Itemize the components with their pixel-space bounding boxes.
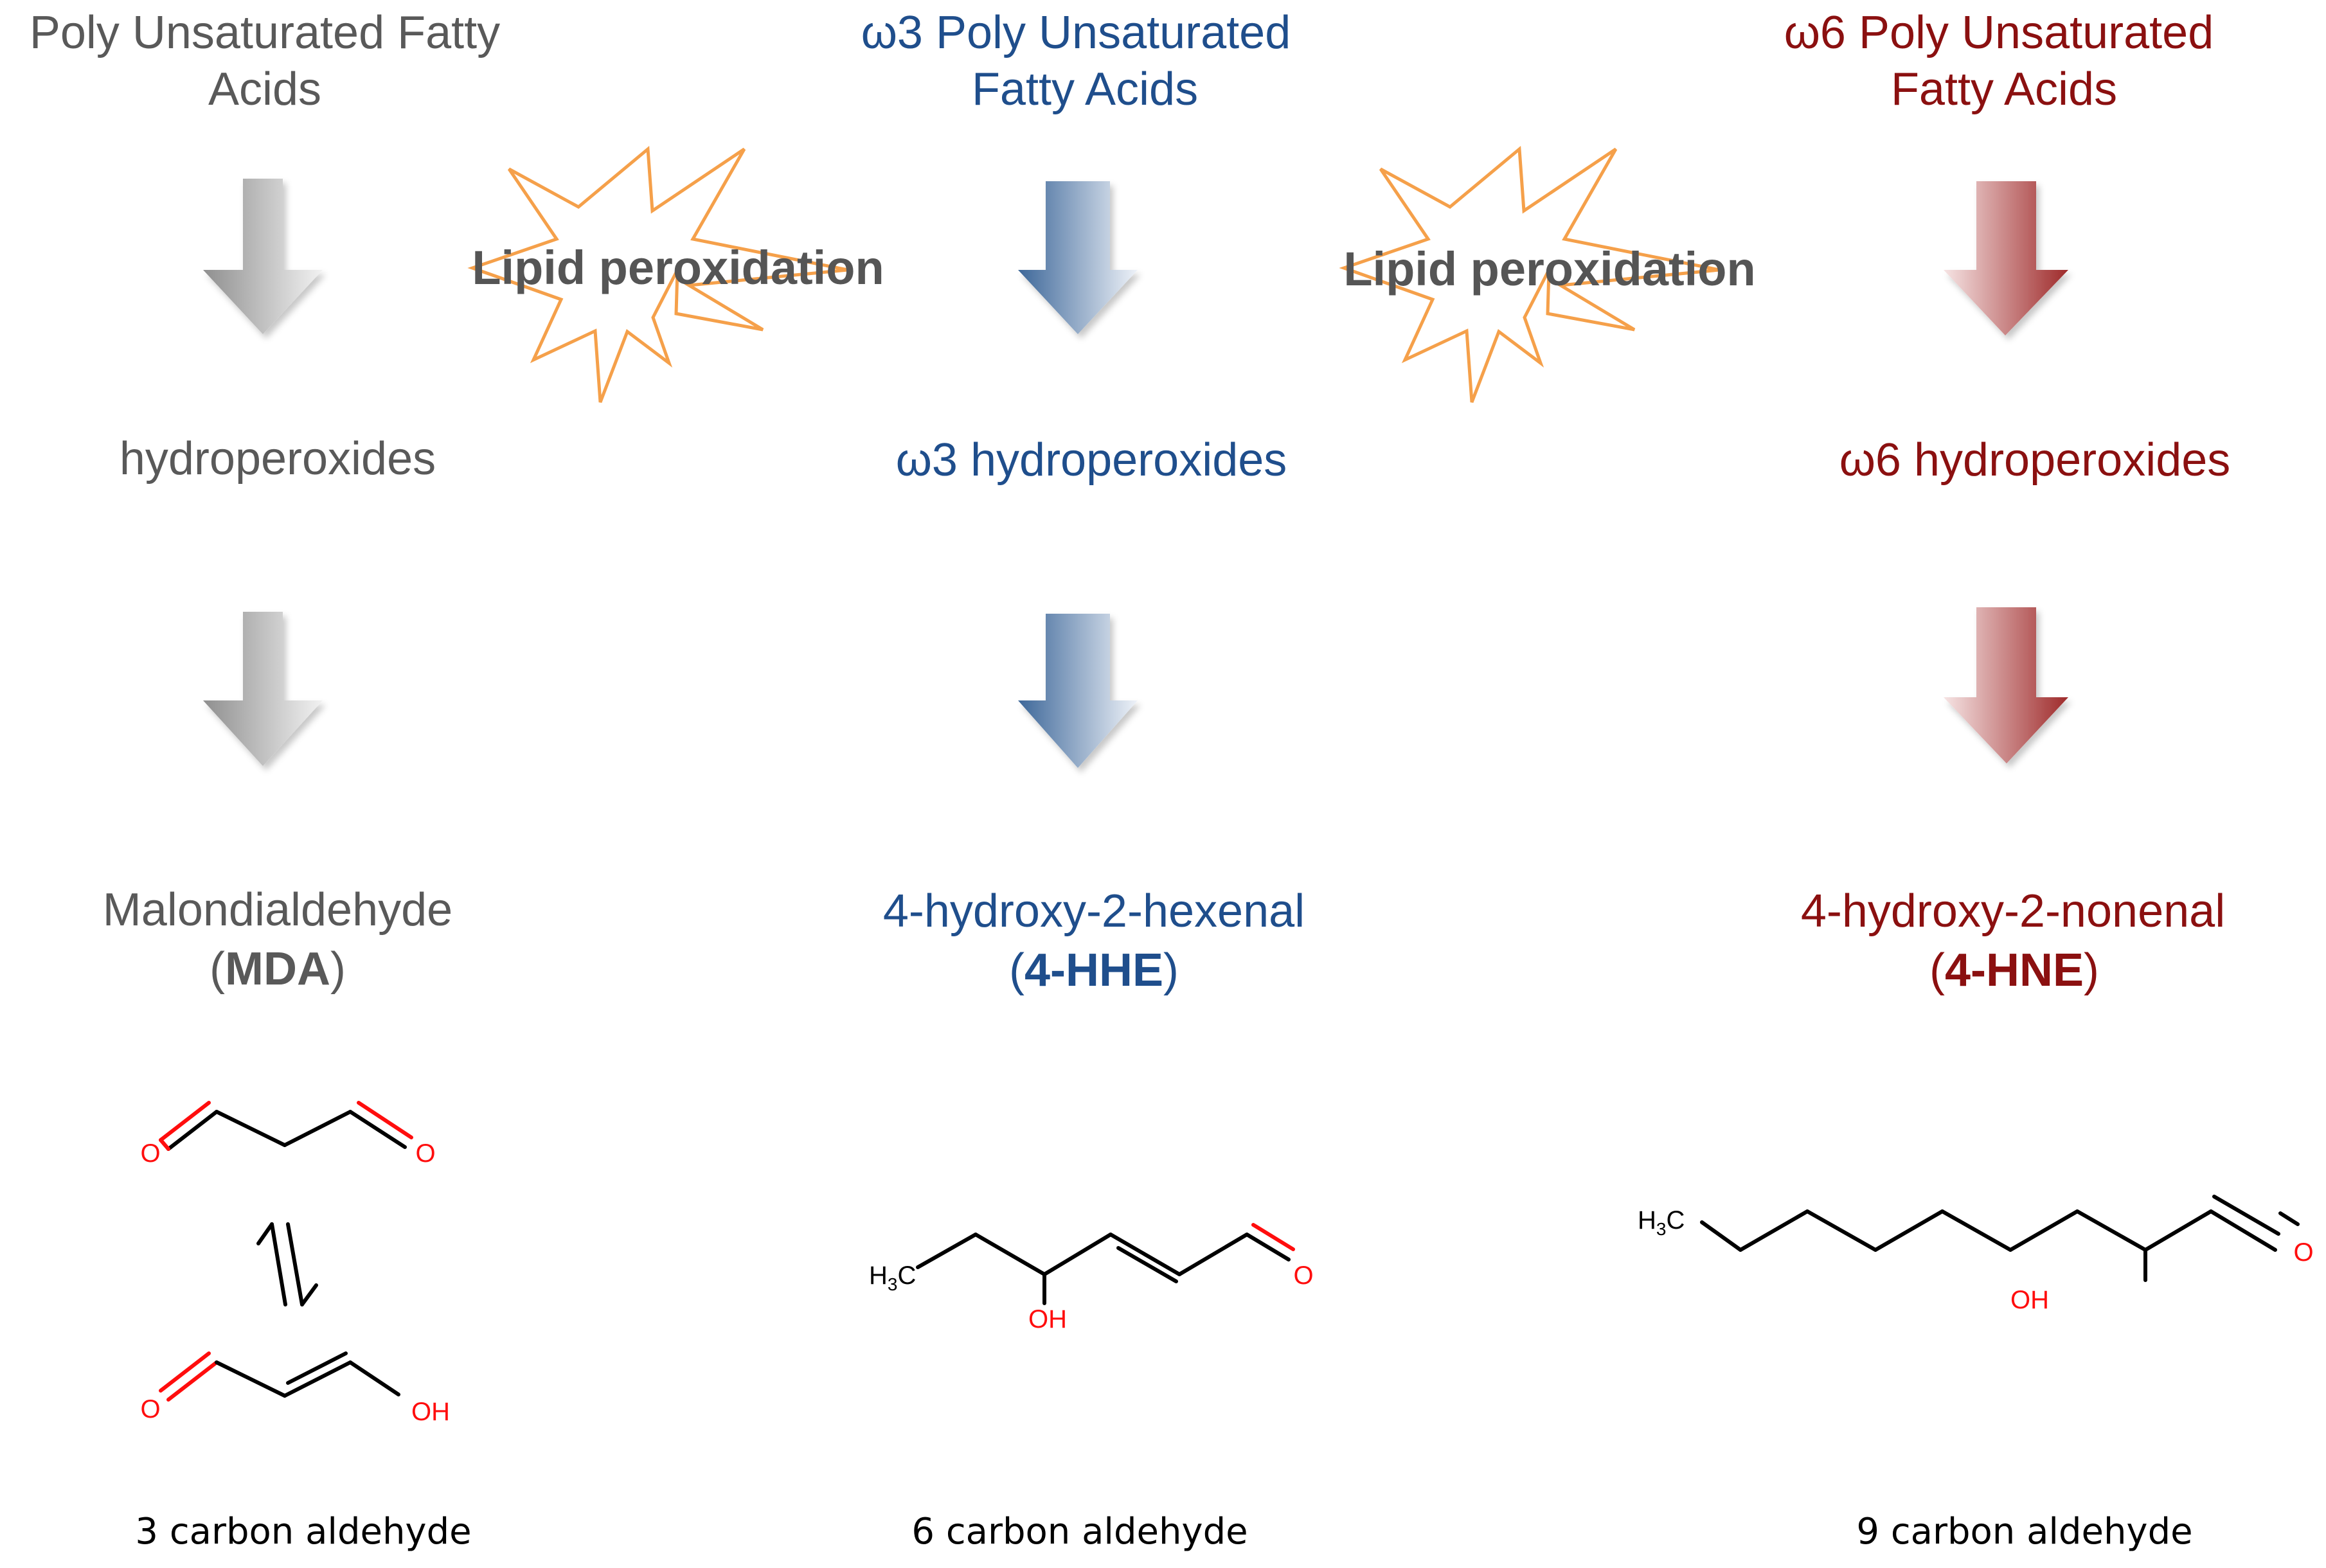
hhe-methyl: H3C xyxy=(869,1261,916,1294)
hhe-oxygen: O xyxy=(1293,1261,1313,1290)
equilibrium-arrows-icon xyxy=(256,1222,318,1306)
down-arrow-icon xyxy=(1944,181,2068,335)
down-arrow-icon xyxy=(203,612,323,766)
column-omega6: ω6 Poly Unsaturated Fatty Acids ω6 hydro… xyxy=(1784,7,2231,996)
pufa-intermediate: hydroperoxides xyxy=(120,433,436,485)
pufa-product-name: Malondialdehyde xyxy=(103,884,452,936)
hhe-structure xyxy=(916,1223,1295,1305)
omega6-heading-line1: ω6 Poly Unsaturated xyxy=(1784,7,2214,58)
omega3-intermediate: ω3 hydroperoxides xyxy=(896,434,1287,486)
down-arrow-icon xyxy=(203,179,323,334)
mda-enol-structure xyxy=(159,1351,400,1402)
lipid-peroxidation-burst-2: Lipid peroxidation xyxy=(1339,145,1756,403)
mda-keto-oxygen-right: O xyxy=(415,1139,435,1168)
hhe-hydroxyl: OH xyxy=(1028,1305,1067,1333)
column-omega3: ω3 Poly Unsaturated Fatty Acids ω3 hydro… xyxy=(861,7,1305,996)
pufa-product-abbr: (MDA) xyxy=(210,943,346,995)
down-arrow-icon xyxy=(1018,614,1138,768)
starburst-icon xyxy=(467,145,848,403)
omega6-heading-line2: Fatty Acids xyxy=(1891,64,2117,115)
hne-hydroxyl: OH xyxy=(2010,1286,2049,1314)
hne-oxygen: O xyxy=(2293,1238,2313,1267)
column-pufa: Poly Unsaturated Fatty Acids hydroperoxi… xyxy=(30,7,500,995)
pufa-heading-line1: Poly Unsaturated Fatty xyxy=(30,7,500,58)
omega6-intermediate: ω6 hydroperoxides xyxy=(1839,434,2231,486)
hne-structure xyxy=(1700,1195,2280,1282)
pufa-caption: 3 carbon aldehyde xyxy=(135,1511,471,1553)
down-arrow-icon xyxy=(1018,181,1138,334)
omega3-heading-line1: ω3 Poly Unsaturated xyxy=(861,7,1291,58)
mda-keto-structure xyxy=(159,1101,413,1151)
lipid-peroxidation-burst-1: Lipid peroxidation xyxy=(467,145,884,403)
omega3-product-name: 4-hydroxy-2-hexenal xyxy=(883,886,1305,937)
mda-keto-oxygen-left: O xyxy=(140,1139,160,1168)
omega3-heading-line2: Fatty Acids xyxy=(972,64,1198,115)
pufa-heading-line2: Acids xyxy=(208,64,321,115)
omega3-product-abbr: (4-HHE) xyxy=(1009,945,1179,996)
omega6-caption: 9 carbon aldehyde xyxy=(1856,1511,2192,1553)
hne-methyl: H3C xyxy=(1638,1206,1685,1239)
starburst-icon xyxy=(1339,145,1720,403)
lipid-peroxidation-label-2: Lipid peroxidation xyxy=(1343,242,1755,296)
omega6-product-name: 4-hydroxy-2-nonenal xyxy=(1801,886,2225,937)
down-arrow-icon xyxy=(1944,607,2068,763)
lipid-peroxidation-label-1: Lipid peroxidation xyxy=(472,241,884,294)
mda-enol-hydroxyl: OH xyxy=(411,1398,450,1426)
omega6-product-abbr: (4-HNE) xyxy=(1929,945,2099,996)
mda-enol-oxygen: O xyxy=(140,1395,160,1423)
hne-aldehyde-bonds xyxy=(2278,1211,2300,1226)
omega3-caption: 6 carbon aldehyde xyxy=(911,1511,1248,1553)
